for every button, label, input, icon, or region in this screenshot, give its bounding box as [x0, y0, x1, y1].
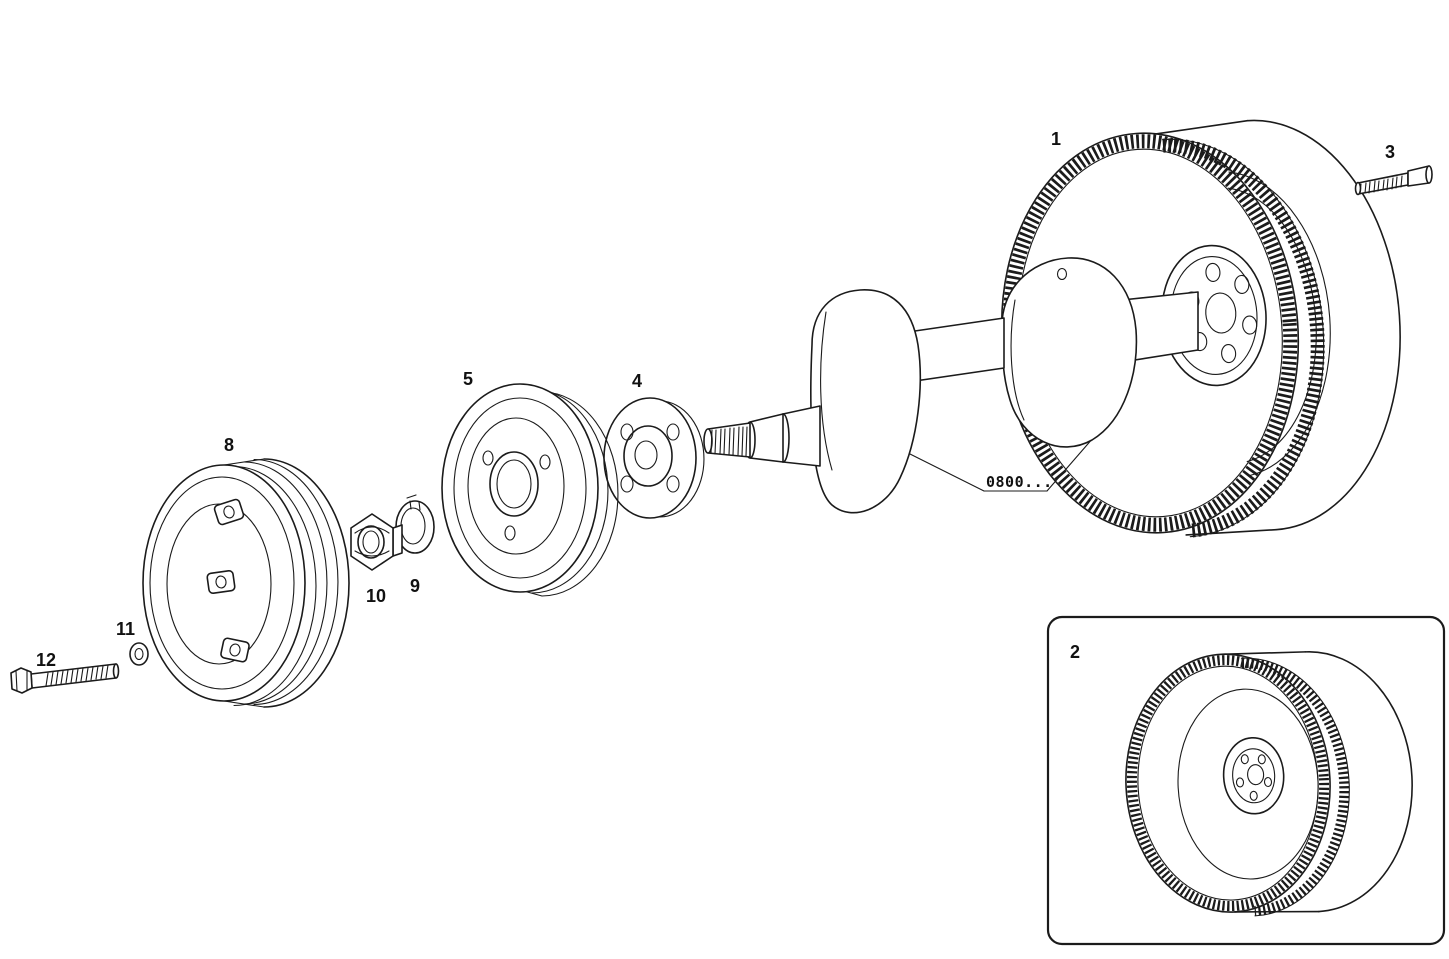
stud-bolt: [1354, 165, 1433, 196]
flywheel-variant-hub: [1222, 736, 1285, 815]
label-part-5: 5: [463, 369, 473, 389]
damper-block-bottom: [220, 637, 250, 663]
label-part-1: 1: [1051, 129, 1061, 149]
label-ref-code: 0800...: [986, 473, 1053, 491]
washer: [129, 642, 149, 666]
inset-panel: [1046, 615, 1446, 946]
stud-threads: [1359, 175, 1403, 195]
bolt-threads: [45, 664, 109, 687]
label-part-3: 3: [1385, 142, 1395, 162]
flywheel-variant: [1125, 651, 1413, 917]
label-part-4: 4: [632, 371, 642, 391]
label-part-9: 9: [410, 576, 420, 596]
label-part-8: 8: [224, 435, 234, 455]
label-part-2: 2: [1070, 642, 1080, 662]
hex-nut: [350, 513, 403, 571]
hub-flange: [603, 397, 705, 519]
damper-block-middle: [206, 570, 236, 594]
damper-pulley: [142, 458, 350, 708]
label-part-11: 11: [116, 619, 135, 639]
label-part-10: 10: [366, 586, 386, 606]
snout-threads: [710, 426, 748, 457]
long-bolt: [10, 663, 120, 694]
belt-pulley: [441, 383, 619, 597]
part-labels: 1 2 3 4 5 8 9 10 11 12 0800...: [36, 129, 1395, 670]
label-part-12: 12: [36, 650, 56, 670]
crankshaft: [703, 257, 1199, 514]
damper-block-top: [213, 498, 245, 526]
